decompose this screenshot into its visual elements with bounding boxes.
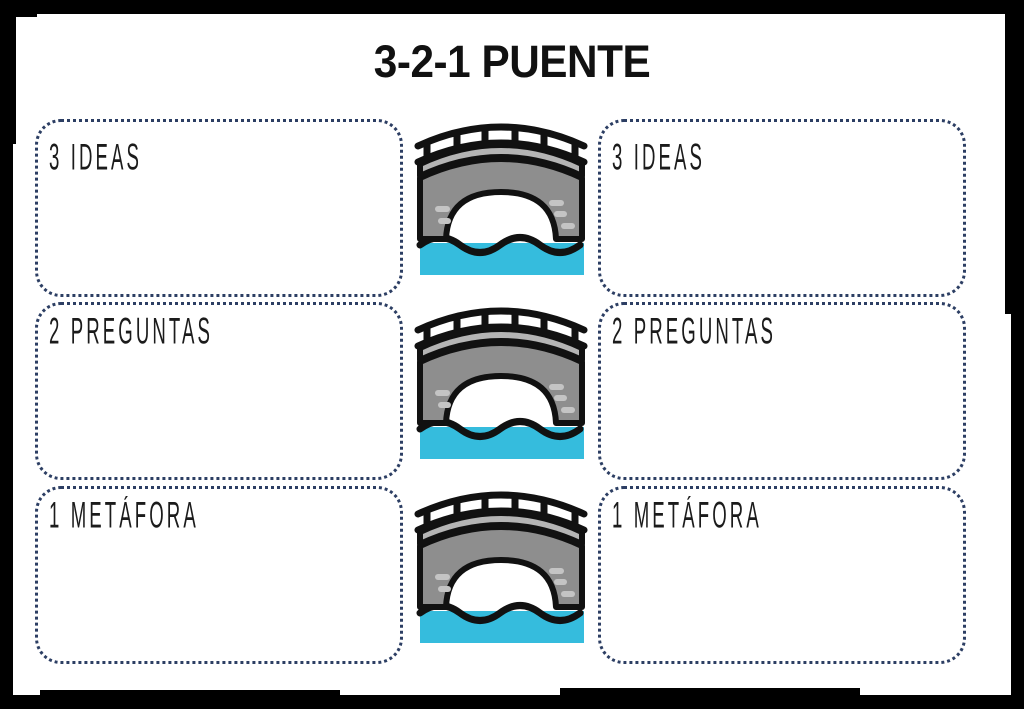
bridge-icon-row1 bbox=[411, 118, 591, 283]
page-title: 3-2-1 PUENTE bbox=[373, 36, 651, 87]
answer-box-row3-right[interactable] bbox=[598, 486, 966, 664]
frame-edge-nick bbox=[13, 14, 37, 17]
bridge-icon-row3 bbox=[411, 486, 591, 651]
row3-left-label: 1 METÁFORA bbox=[49, 496, 199, 537]
row2-left-label: 2 PREGUNTAS bbox=[49, 312, 213, 353]
frame-edge-nick bbox=[560, 688, 860, 695]
answer-box-row2-left[interactable] bbox=[35, 302, 403, 480]
frame-edge-nick bbox=[340, 691, 540, 695]
answer-box-row1-left[interactable] bbox=[35, 119, 403, 297]
frame-edge-nick bbox=[1005, 14, 1011, 314]
frame-edge-nick bbox=[40, 690, 340, 695]
row2-right-label: 2 PREGUNTAS bbox=[612, 312, 776, 353]
row1-left-label: 3 IDEAS bbox=[49, 138, 143, 179]
row3-right-label: 1 METÁFORA bbox=[612, 496, 762, 537]
answer-box-row3-left[interactable] bbox=[35, 486, 403, 664]
frame-edge-nick bbox=[13, 14, 16, 144]
row1-right-label: 3 IDEAS bbox=[612, 138, 706, 179]
worksheet-page: 3-2-1 PUENTE 3 IDEAS bbox=[13, 14, 1011, 695]
answer-box-row1-right[interactable] bbox=[598, 119, 966, 297]
answer-box-row2-right[interactable] bbox=[598, 302, 966, 480]
bridge-icon-row2 bbox=[411, 302, 591, 467]
